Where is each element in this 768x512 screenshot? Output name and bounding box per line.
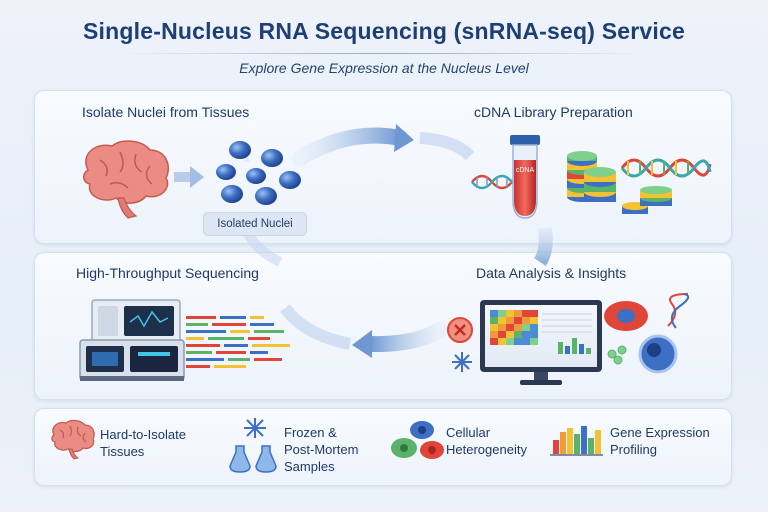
- cells-icon: [391, 421, 444, 459]
- snowflake-icon: [452, 352, 472, 372]
- benefits-panel: [34, 408, 732, 486]
- bar-chart-icon: [550, 426, 603, 456]
- nuclei-cluster-icon: [216, 141, 301, 205]
- immune-cell-icon: [638, 334, 678, 374]
- step-label-data-analysis: Data Analysis & Insights: [476, 265, 627, 281]
- virus-cell-icon: [447, 317, 473, 343]
- brain-icon: [51, 419, 95, 460]
- step-label-isolate-nuclei: Isolate Nuclei from Tissues: [82, 104, 250, 120]
- sequencer-icon: [79, 299, 185, 381]
- flow-arrow-right-down: [533, 227, 553, 266]
- flow-arrow-bottom: [240, 225, 448, 358]
- page-subtitle: Explore Gene Expression at the Nucleus L…: [239, 60, 529, 76]
- dna-helix-icon: [667, 293, 690, 329]
- step-label-sequencing: High-Throughput Sequencing: [76, 265, 259, 281]
- snowflake-flask-icon: [229, 418, 277, 473]
- benefit-cellular-heterogeneity: Cellular Heterogeneity: [446, 425, 527, 457]
- arrow-brain-to-nuclei: [174, 166, 204, 188]
- cell-icon: [604, 301, 648, 331]
- benefit-gene-expression: Gene Expression Profiling: [610, 425, 710, 457]
- library-stack-icon: [567, 151, 672, 214]
- title-divider: [120, 53, 648, 54]
- flow-arrow-top: [292, 124, 475, 166]
- brain-icon: [83, 140, 170, 219]
- isolated-nuclei-label: Isolated Nuclei: [203, 212, 307, 236]
- dna-helix-icon: [620, 158, 712, 178]
- benefit-hard-to-isolate: Hard-to-Isolate Tissues: [100, 427, 186, 459]
- test-tube-icon: cDNA: [510, 135, 540, 219]
- monitor-heatmap-icon: [480, 300, 602, 385]
- page-title: Single-Nucleus RNA Sequencing (snRNA-seq…: [83, 18, 685, 44]
- tube-label: cDNA: [516, 167, 535, 174]
- step-label-cdna-library: cDNA Library Preparation: [474, 104, 633, 120]
- molecule-icon: [607, 345, 627, 365]
- sequence-reads-icon: [186, 316, 290, 368]
- benefit-frozen-samples: Frozen & Post-Mortem Samples: [284, 425, 359, 474]
